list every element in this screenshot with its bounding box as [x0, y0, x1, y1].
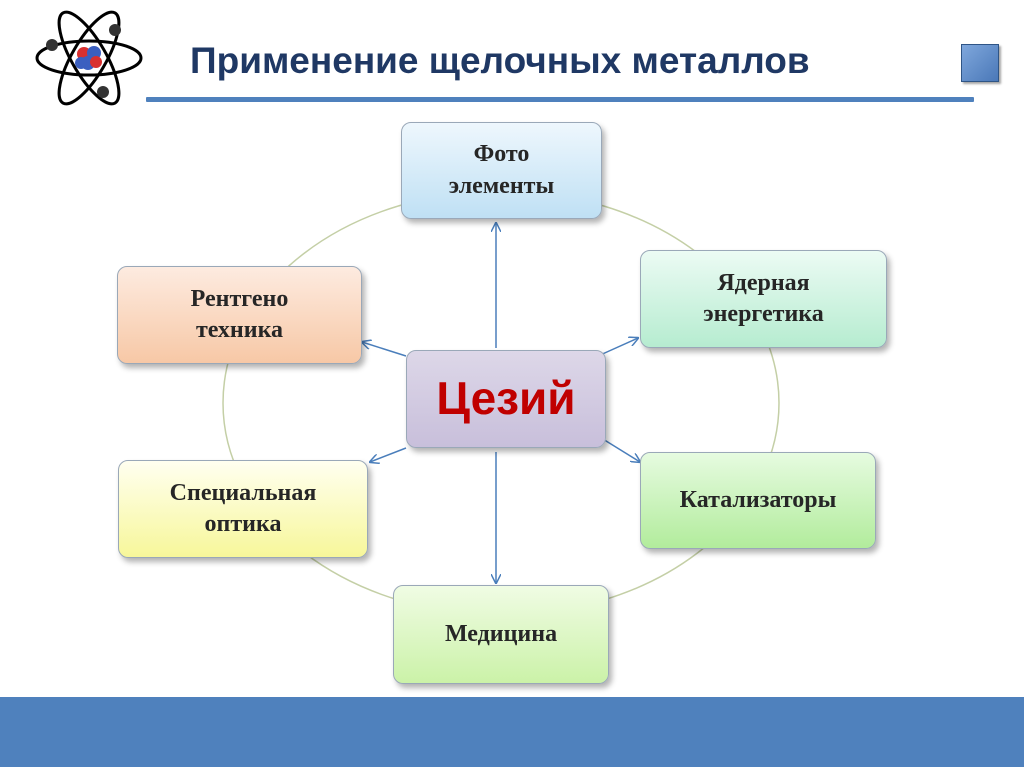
- node-xray-line-2: техника: [191, 315, 289, 346]
- node-nuclear-line-2: энергетика: [703, 299, 824, 330]
- arrow-to-optics: [370, 448, 406, 462]
- node-photo-elements: Фото элементы: [401, 122, 602, 219]
- node-xray-line-1: Рентгено: [191, 284, 289, 315]
- node-special-optics: Специальная оптика: [118, 460, 368, 558]
- node-catalysts: Катализаторы: [640, 452, 876, 549]
- node-catalysts-line-1: Катализаторы: [680, 485, 837, 516]
- center-label: Цезий: [436, 369, 575, 429]
- node-photo-line-2: элементы: [449, 171, 554, 202]
- node-medicine-line-1: Медицина: [445, 619, 557, 650]
- node-medicine: Медицина: [393, 585, 609, 684]
- node-optics-line-2: оптика: [170, 509, 317, 540]
- arrow-to-xray: [362, 342, 406, 356]
- footer-band: [0, 697, 1024, 767]
- node-xray-technology: Рентгено техника: [117, 266, 362, 364]
- node-nuclear-line-1: Ядерная: [703, 268, 824, 299]
- node-optics-line-1: Специальная: [170, 478, 317, 509]
- node-nuclear-energy: Ядерная энергетика: [640, 250, 887, 348]
- node-photo-line-1: Фото: [449, 139, 554, 170]
- node-center-cesium: Цезий: [406, 350, 606, 448]
